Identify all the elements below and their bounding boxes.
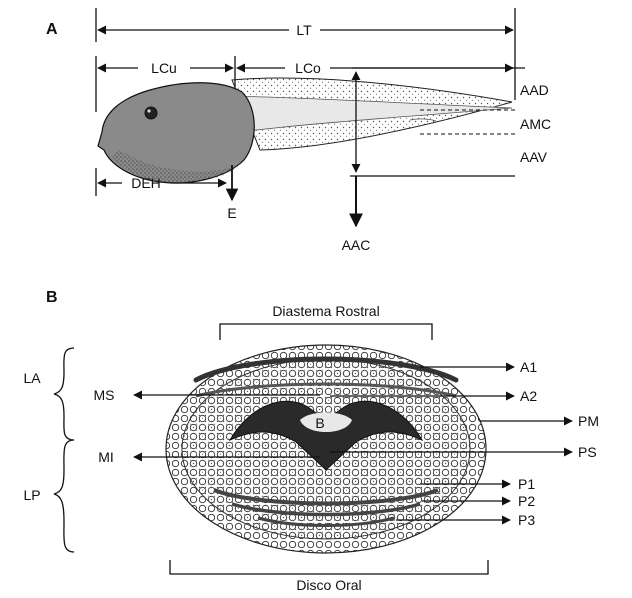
panel-b: B Diastema Rostral B LA LP MS MI A1 bbox=[23, 289, 599, 593]
lco-label: LCo bbox=[295, 60, 321, 76]
deh-label: DEH bbox=[131, 175, 161, 191]
disco-label: Disco Oral bbox=[296, 577, 361, 593]
p2-label: P2 bbox=[518, 493, 535, 509]
e-label: E bbox=[227, 205, 236, 221]
disco-bracket bbox=[170, 560, 488, 574]
lcu-label: LCu bbox=[151, 60, 177, 76]
ms-label: MS bbox=[94, 387, 115, 403]
pm-label: PM bbox=[578, 413, 599, 429]
lt-label: LT bbox=[296, 22, 312, 38]
diastema-label: Diastema Rostral bbox=[272, 303, 379, 319]
eye-highlight bbox=[147, 109, 150, 112]
lp-brace bbox=[54, 440, 74, 552]
diastema-bracket bbox=[220, 324, 432, 340]
b-label: B bbox=[315, 415, 324, 431]
oral-disc bbox=[166, 345, 486, 553]
p1-label: P1 bbox=[518, 476, 535, 492]
la-label: LA bbox=[23, 370, 41, 386]
mi-label: MI bbox=[98, 449, 114, 465]
tadpole-eye bbox=[145, 107, 157, 119]
a1-label: A1 bbox=[520, 359, 537, 375]
amc-label: AMC bbox=[520, 116, 551, 132]
lp-label: LP bbox=[23, 487, 40, 503]
aad-label: AAD bbox=[520, 82, 549, 98]
a2-label: A2 bbox=[520, 388, 537, 404]
panel-a: A LT LCu LCo AAD bbox=[46, 8, 551, 253]
p3-label: P3 bbox=[518, 512, 535, 528]
panel-b-letter: B bbox=[46, 289, 58, 306]
tadpole bbox=[98, 78, 512, 183]
aac-label: AAC bbox=[342, 237, 371, 253]
la-brace bbox=[54, 348, 74, 440]
ps-label: PS bbox=[578, 444, 597, 460]
aav-label: AAV bbox=[520, 149, 548, 165]
panel-a-letter: A bbox=[46, 21, 58, 38]
